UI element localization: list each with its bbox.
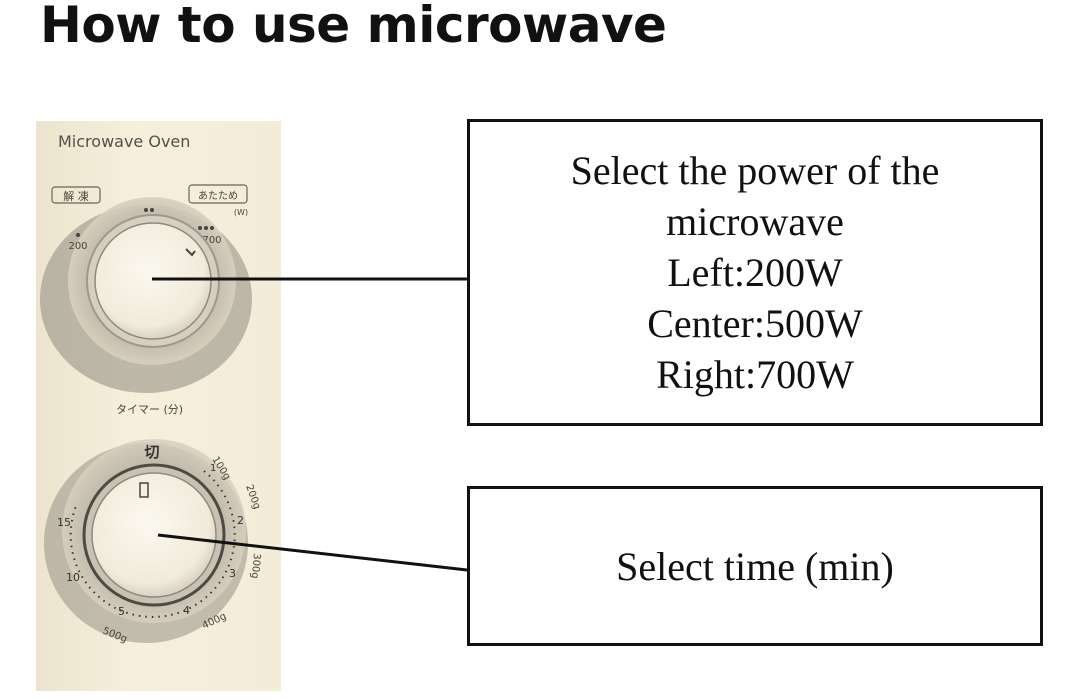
timer-off-label: 切	[144, 443, 159, 461]
timer-label: タイマー (分)	[116, 403, 183, 416]
power-callout-line: microwave	[666, 199, 844, 244]
timer-minute-10: 10	[66, 571, 80, 584]
power-knob-pointer	[185, 248, 196, 257]
timer-knob[interactable]	[91, 472, 217, 598]
timer-minute-5: 5	[118, 605, 125, 618]
watt-unit-label: (W)	[234, 208, 248, 217]
power-callout-box: Select the power of the microwave Left:2…	[467, 119, 1043, 426]
timer-minute-2: 2	[237, 514, 244, 527]
timer-minute-1: 1	[210, 463, 216, 474]
timer-gram-300: 300g	[249, 553, 262, 579]
power-callout-line: Select the power of the	[570, 148, 940, 193]
defrost-label: 解 凍	[63, 189, 89, 203]
power-knob[interactable]	[94, 222, 212, 340]
timer-minute-15: 15	[57, 516, 71, 529]
power-callout-line: Right:700W	[656, 352, 854, 397]
brand-label: Microwave Oven	[58, 132, 190, 151]
time-leader-line	[157, 533, 468, 572]
power-mark-700: 700	[202, 235, 221, 246]
power-mark-200: 200	[68, 241, 87, 252]
time-callout-box: Select time (min)	[467, 486, 1043, 646]
timer-minute-4: 4	[183, 604, 190, 617]
timer-knob-pointer	[139, 482, 149, 498]
power-callout-line: Center:500W	[647, 301, 863, 346]
timer-minute-3: 3	[229, 567, 236, 580]
control-panel-drawing: Microwave Oven 解 凍 あたため (W) 200 500 700 …	[40, 132, 262, 645]
microwave-control-panel: Microwave Oven 解 凍 あたため (W) 200 500 700 …	[36, 121, 281, 691]
power-callout-line: Left:200W	[667, 250, 843, 295]
time-callout-text: Select time (min)	[616, 543, 894, 589]
page-title: How to use microwave	[40, 0, 667, 54]
warm-label: あたため	[198, 190, 238, 202]
